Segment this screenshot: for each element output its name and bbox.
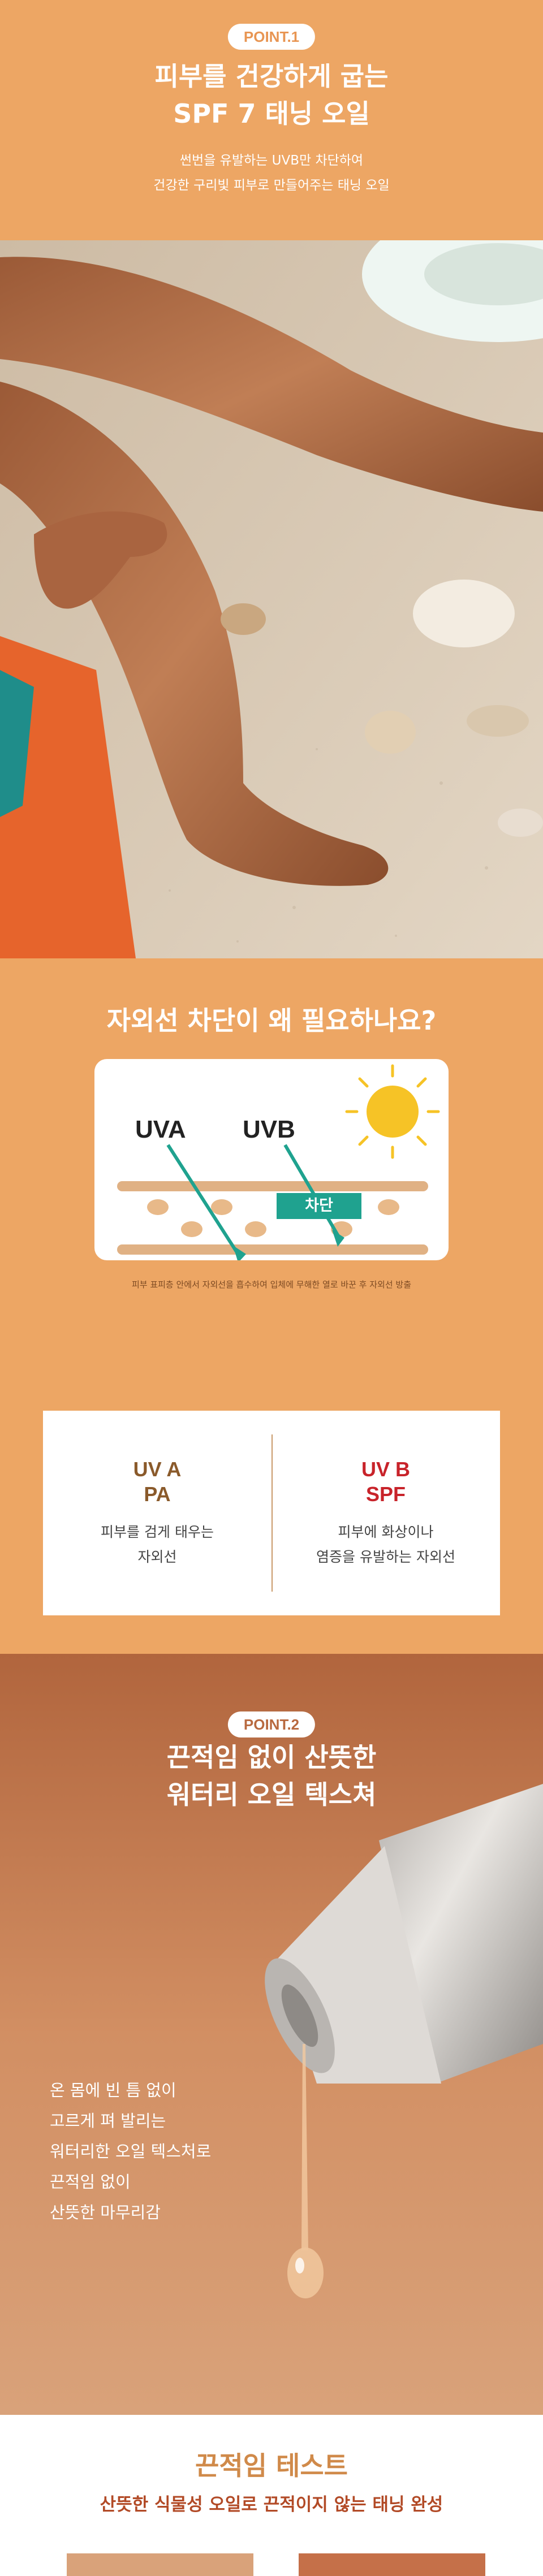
point1-subtext-line2: 건강한 구리빛 피부로 만들어주는 태닝 오일 (153, 178, 390, 193)
uva-info-subtitle: PA (144, 1483, 171, 1506)
point2-body-line1: 온 몸에 빈 틈 없이 (50, 2081, 176, 2100)
uva-label: UVA (135, 1116, 186, 1143)
uv-section-title: 자외선 차단이 왜 필요하나요? (106, 1005, 437, 1036)
uvb-info-desc-line1: 피부에 화상이나 (338, 1524, 434, 1540)
uvb-info-title: UV B (361, 1458, 410, 1481)
uva-info-desc-line2: 자외선 (137, 1549, 177, 1565)
uv-diagram: UVA UVB 차단 (94, 1059, 449, 1260)
point2-section: POINT.2 끈적임 없이 산뜻한 워터리 오일 텍스쳐 온 몸에 빈 틈 없… (0, 1654, 543, 2415)
uv-info-box: UV A PA 피부를 검게 태우는 자외선 UV B SPF 피부에 화상이나… (43, 1411, 500, 1615)
uva-info: UV A PA 피부를 검게 태우는 자외선 (43, 1411, 272, 1615)
uv-diagram-caption: 피부 표피층 안에서 자외선을 흡수하여 입체에 무해한 열로 바꾼 후 자외선… (131, 1280, 412, 1290)
point1-headline: 피부를 건강하게 굽는 SPF 7 태닝 오일 (0, 58, 543, 132)
point2-body-line4: 끈적임 없이 (50, 2172, 131, 2192)
point1-headline-line1: 피부를 건강하게 굽는 (154, 61, 389, 92)
info-divider (272, 1434, 273, 1592)
stickiness-test-section: 끈적임 테스트 산뜻한 식물성 오일로 끈적이지 않는 태닝 완성 (0, 2415, 543, 2576)
oil-bottle-illustration (0, 1654, 543, 2415)
point2-badge: POINT.2 (227, 1711, 316, 1737)
uvb-label: UVB (243, 1116, 295, 1143)
block-label: 차단 (277, 1193, 361, 1219)
uvb-info-desc: 피부에 화상이나 염증을 유발하는 자외선 (272, 1520, 500, 1570)
uvb-info: UV B SPF 피부에 화상이나 염증을 유발하는 자외선 (272, 1411, 500, 1615)
point2-body-line2: 고르게 펴 발리는 (50, 2111, 166, 2130)
point2-headline-line1: 끈적임 없이 산뜻한 (166, 1742, 377, 1773)
point1-headline-line2: SPF 7 태닝 오일 (173, 98, 370, 129)
test-thumbnail-right (299, 2553, 485, 2576)
point2-headline-line2: 워터리 오일 텍스쳐 (166, 1779, 377, 1810)
uva-info-desc-line1: 피부를 검게 태우는 (101, 1524, 214, 1540)
uv-diagram-graphic (117, 1064, 440, 1260)
stickiness-test-subtitle: 산뜻한 식물성 오일로 끈적이지 않는 태닝 완성 (100, 2495, 443, 2515)
point2-headline: 끈적임 없이 산뜻한 워터리 오일 텍스쳐 (0, 1739, 543, 1813)
point2-body-line3: 워터리한 오일 텍스처로 (50, 2142, 212, 2161)
uvb-info-desc-line2: 염증을 유발하는 자외선 (316, 1549, 455, 1565)
sun-icon (345, 1064, 440, 1159)
beach-photo-illustration (0, 240, 543, 958)
point2-body-text: 온 몸에 빈 틈 없이 고르게 펴 발리는 워터리한 오일 텍스처로 끈적임 없… (50, 2075, 211, 2228)
uv-section: 자외선 차단이 왜 필요하나요? (0, 958, 543, 1654)
point1-badge: POINT.1 (227, 24, 316, 50)
point1-subtext: 썬번을 유발하는 UVB만 차단하여 건강한 구리빛 피부로 만들어주는 태닝 … (0, 148, 543, 198)
stickiness-test-title: 끈적임 테스트 (195, 2450, 348, 2481)
beach-legs-photo (0, 240, 543, 958)
point1-section: POINT.1 피부를 건강하게 굽는 SPF 7 태닝 오일 썬번을 유발하는… (0, 0, 543, 240)
point1-subtext-line1: 썬번을 유발하는 UVB만 차단하여 (179, 153, 364, 168)
point2-body-line5: 산뜻한 마무리감 (50, 2203, 161, 2222)
test-thumbnail-left (67, 2553, 253, 2576)
uva-info-title: UV A (133, 1458, 182, 1481)
uva-info-desc: 피부를 검게 태우는 자외선 (43, 1520, 272, 1570)
uvb-info-subtitle: SPF (365, 1483, 406, 1506)
